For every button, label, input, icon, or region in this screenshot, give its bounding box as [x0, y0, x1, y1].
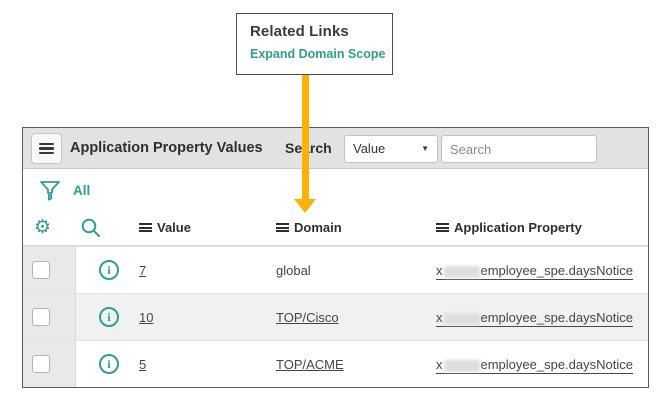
redacted-scope-segment: [443, 266, 480, 278]
redacted-scope-segment: [443, 313, 480, 325]
row-checkbox[interactable]: [32, 308, 50, 326]
column-header-application-property[interactable]: Application Property: [436, 220, 582, 235]
application-property-link[interactable]: x employee_spe.daysNotice: [436, 357, 633, 374]
domain-link[interactable]: TOP/ACME: [276, 357, 344, 372]
value-link[interactable]: 7: [139, 263, 147, 278]
info-icon[interactable]: i: [99, 354, 119, 374]
info-icon[interactable]: i: [99, 307, 119, 327]
table-row: i 10 TOP/Cisco x employee_spe.daysNotice: [23, 293, 648, 340]
filter-funnel-icon[interactable]: [39, 179, 61, 202]
column-menu-icon: [436, 221, 449, 234]
list-header-bar: Application Property Values Search Value…: [23, 128, 648, 169]
column-menu-icon: [276, 221, 289, 234]
redacted-scope-segment: [443, 360, 480, 372]
filter-breadcrumb-row: All: [23, 169, 648, 211]
chevron-down-icon: ▼: [421, 144, 429, 153]
row-checkbox[interactable]: [32, 261, 50, 279]
pointer-arrow-head: [294, 199, 316, 213]
table-row: i 7 global x employee_spe.daysNotice: [23, 246, 648, 293]
list-context-menu-button[interactable]: [31, 133, 62, 164]
domain-link[interactable]: TOP/Cisco: [276, 310, 339, 325]
column-header-value[interactable]: Value: [139, 220, 191, 235]
filter-breadcrumb-all[interactable]: All: [73, 183, 91, 198]
hamburger-icon: [39, 140, 54, 156]
application-property-values-list: Application Property Values Search Value…: [22, 127, 649, 388]
column-header-domain[interactable]: Domain: [276, 220, 342, 235]
value-link[interactable]: 5: [139, 357, 147, 372]
search-input[interactable]: [441, 135, 597, 163]
table-row: i 5 TOP/ACME x employee_spe.daysNotice: [23, 340, 648, 387]
column-menu-icon: [139, 221, 152, 234]
related-links-callout: Related Links Expand Domain Scope: [236, 13, 393, 75]
list-title: Application Property Values: [70, 140, 263, 156]
search-magnifier-icon[interactable]: [80, 217, 102, 239]
search-field-selected-value: Value: [353, 141, 386, 156]
domain-text: global: [276, 263, 311, 278]
info-icon[interactable]: i: [99, 260, 119, 280]
row-checkbox[interactable]: [32, 355, 50, 373]
related-links-title: Related Links: [250, 23, 349, 40]
application-property-link[interactable]: x employee_spe.daysNotice: [436, 310, 633, 327]
expand-domain-scope-link[interactable]: Expand Domain Scope: [250, 47, 386, 61]
search-field-select[interactable]: Value ▼: [344, 135, 438, 163]
value-link[interactable]: 10: [139, 310, 154, 325]
pointer-arrow-line: [302, 75, 309, 200]
column-header-row: ⚙ Value Domain Application Property: [23, 211, 648, 246]
application-property-link[interactable]: x employee_spe.daysNotice: [436, 263, 633, 280]
personalize-list-gear-icon[interactable]: ⚙: [34, 217, 52, 238]
